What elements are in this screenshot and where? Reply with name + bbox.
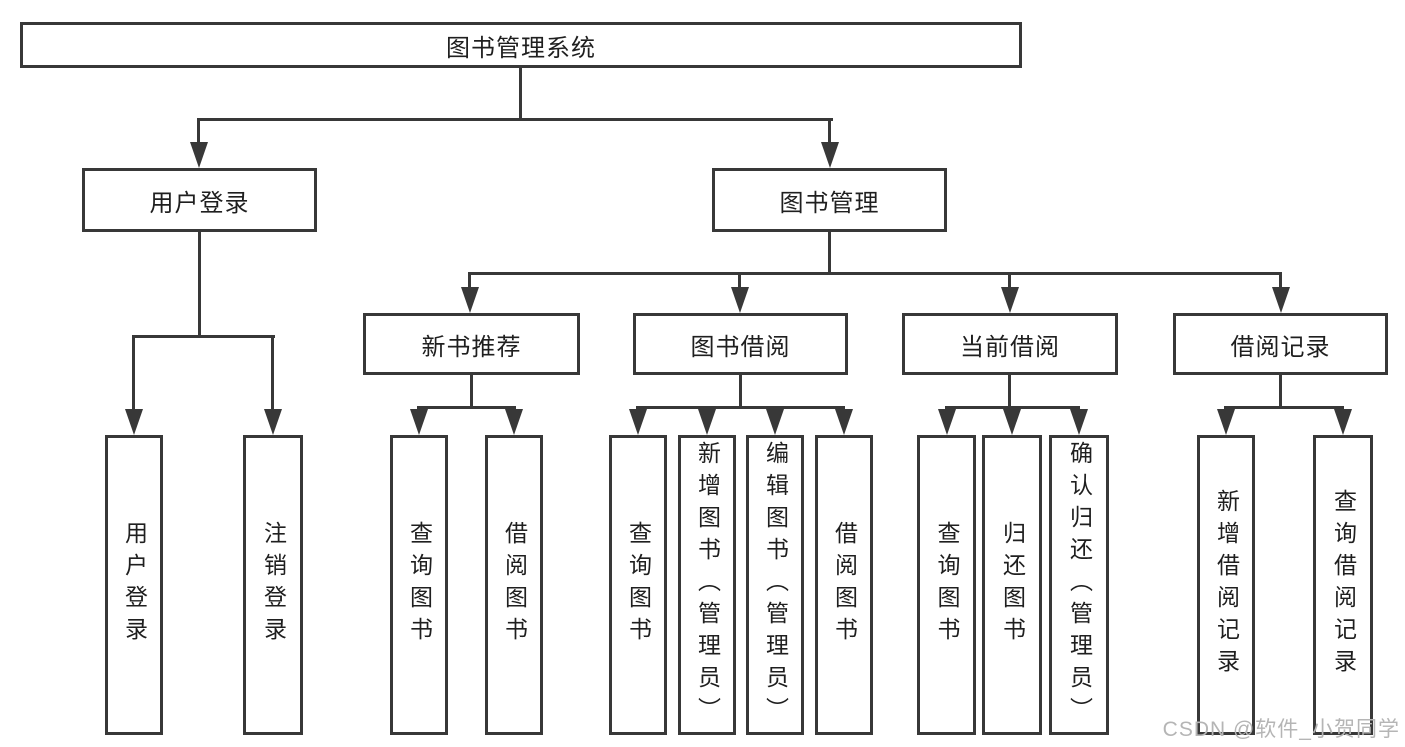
leaf-return-books: 归还图书: [982, 435, 1042, 735]
leaf-add-borrow-record: 新增借阅记录: [1197, 435, 1255, 735]
leaf-label: 注销登录: [260, 521, 287, 649]
connector-line: [132, 335, 275, 338]
arrowhead-down-icon: [410, 409, 428, 435]
leaf-label: 归还图书: [999, 521, 1026, 649]
leaf-query-books-current: 查询图书: [917, 435, 976, 735]
leaf-label: 新增图书（管理员）: [694, 441, 721, 729]
arrowhead-down-icon: [731, 287, 749, 313]
node-label: 当前借阅: [960, 333, 1060, 361]
node-label: 图书借阅: [690, 333, 791, 361]
arrowhead-down-icon: [461, 287, 479, 313]
arrowhead-down-icon: [938, 409, 956, 435]
connector-line: [468, 272, 471, 289]
leaf-label: 查询借阅记录: [1330, 489, 1357, 681]
leaf-label: 查询图书: [934, 521, 960, 649]
watermark: CSDN @软件_小贺同学: [1162, 718, 1400, 741]
leaf-label: 新增借阅记录: [1213, 489, 1240, 681]
arrowhead-down-icon: [505, 409, 523, 435]
connector-line: [197, 118, 833, 121]
leaf-label: 编辑图书（管理员）: [762, 441, 789, 729]
leaf-edit-books-admin: 编辑图书（管理员）: [746, 435, 804, 735]
leaf-query-books-borrowing: 查询图书: [609, 435, 667, 735]
connector-line: [1224, 406, 1344, 409]
arrowhead-down-icon: [1003, 409, 1021, 435]
arrowhead-down-icon: [1334, 409, 1352, 435]
connector-line: [828, 118, 831, 144]
arrowhead-down-icon: [835, 409, 853, 435]
connector-line: [198, 232, 201, 335]
arrowhead-down-icon: [1272, 287, 1290, 313]
connector-line: [828, 232, 831, 272]
leaf-borrow-books-borrowing: 借阅图书: [815, 435, 873, 735]
node-borrowing-records: 借阅记录: [1173, 313, 1388, 375]
connector-line: [1279, 272, 1282, 289]
arrowhead-down-icon: [629, 409, 647, 435]
connector-line: [1279, 375, 1282, 406]
connector-line: [468, 272, 1282, 275]
node-current-borrowing: 当前借阅: [902, 313, 1118, 375]
connector-line: [636, 406, 845, 409]
node-book-management: 图书管理: [712, 168, 947, 232]
arrowhead-down-icon: [698, 409, 716, 435]
node-new-book-recommendation: 新书推荐: [363, 313, 580, 375]
node-label: 借阅记录: [1230, 333, 1331, 361]
node-label: 图书管理: [779, 189, 880, 217]
arrowhead-down-icon: [125, 409, 143, 435]
node-library-system: 图书管理系统: [20, 22, 1022, 68]
connector-line: [1008, 375, 1011, 406]
leaf-logout: 注销登录: [243, 435, 303, 735]
leaf-label: 用户登录: [121, 521, 148, 649]
leaf-query-borrow-record: 查询借阅记录: [1313, 435, 1373, 735]
leaf-label: 确认归还（管理员）: [1066, 441, 1093, 729]
node-user-login: 用户登录: [82, 168, 317, 232]
arrowhead-down-icon: [1070, 409, 1088, 435]
arrowhead-down-icon: [766, 409, 784, 435]
leaf-add-books-admin: 新增图书（管理员）: [678, 435, 736, 735]
arrowhead-down-icon: [821, 142, 839, 168]
arrowhead-down-icon: [190, 142, 208, 168]
connector-line: [470, 375, 473, 406]
node-book-borrowing: 图书借阅: [633, 313, 848, 375]
leaf-confirm-return-admin: 确认归还（管理员）: [1049, 435, 1109, 735]
leaf-borrow-books-recommend: 借阅图书: [485, 435, 543, 735]
connector-line: [132, 335, 135, 411]
arrowhead-down-icon: [1001, 287, 1019, 313]
leaf-user-login: 用户登录: [105, 435, 163, 735]
node-label: 用户登录: [149, 189, 250, 217]
connector-line: [1008, 272, 1011, 289]
leaf-label: 借阅图书: [501, 521, 528, 649]
node-label: 图书管理系统: [446, 34, 596, 62]
leaf-label: 查询图书: [406, 521, 433, 649]
node-label: 新书推荐: [421, 333, 522, 361]
arrowhead-down-icon: [264, 409, 282, 435]
connector-line: [417, 406, 516, 409]
leaf-label: 借阅图书: [831, 521, 858, 649]
arrowhead-down-icon: [1217, 409, 1235, 435]
leaf-label: 查询图书: [625, 521, 652, 649]
connector-line: [197, 118, 200, 144]
connector-line: [738, 272, 741, 289]
connector-line: [519, 68, 522, 118]
leaf-query-books-recommend: 查询图书: [390, 435, 448, 735]
connector-line: [739, 375, 742, 406]
connector-line: [271, 335, 274, 411]
